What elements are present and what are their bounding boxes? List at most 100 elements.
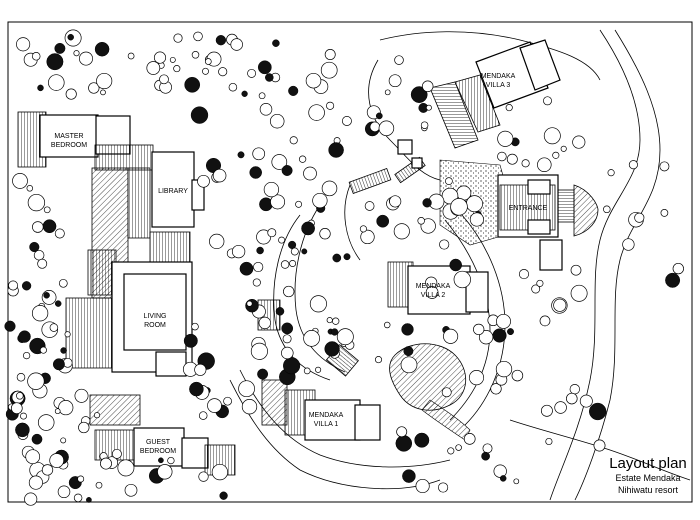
tree	[378, 120, 395, 137]
title-estate: Estate Mendaka	[615, 473, 680, 483]
tree	[490, 383, 502, 395]
tree	[26, 185, 34, 192]
tree	[127, 52, 135, 60]
tree	[209, 233, 225, 250]
tree	[396, 426, 408, 438]
tree	[506, 153, 518, 165]
label-living-room-2: ROOM	[144, 322, 166, 329]
tree	[58, 400, 74, 416]
shrub	[301, 248, 308, 255]
tree	[54, 408, 61, 415]
shrub	[60, 347, 67, 354]
shrub	[492, 328, 507, 343]
shrub	[18, 330, 31, 343]
tree	[420, 121, 429, 129]
villa-3	[429, 39, 561, 149]
shrub	[343, 253, 351, 261]
tree	[252, 278, 261, 287]
tree	[607, 169, 615, 177]
shrub	[332, 253, 342, 263]
tree	[473, 323, 485, 336]
tree	[25, 449, 41, 465]
shrub	[29, 241, 40, 253]
tree	[554, 401, 567, 414]
shrub	[184, 76, 201, 93]
tree	[539, 315, 551, 327]
tree	[258, 92, 266, 100]
tree	[43, 206, 51, 214]
label-villa1-2: VILLA 1	[314, 421, 339, 428]
tree	[628, 160, 638, 170]
tree	[303, 330, 320, 347]
tree	[303, 166, 317, 181]
tree	[157, 464, 173, 480]
shrub	[219, 491, 228, 500]
shrub	[330, 328, 339, 336]
villa-1	[261, 379, 381, 441]
shrub	[283, 357, 301, 375]
tree	[540, 404, 553, 417]
shrub	[43, 292, 50, 299]
tree	[505, 104, 513, 112]
tree	[290, 247, 299, 256]
shrub	[301, 221, 315, 236]
shrub	[375, 112, 383, 120]
tree	[159, 74, 169, 85]
tree	[269, 113, 285, 129]
tree	[495, 360, 513, 378]
tree	[8, 280, 19, 291]
tree	[570, 264, 582, 276]
tree	[223, 396, 232, 406]
title-main: Layout plan	[609, 455, 687, 472]
tree	[359, 225, 367, 233]
shrub	[241, 90, 248, 97]
tree	[278, 236, 286, 244]
tree	[198, 471, 209, 482]
shrub	[189, 381, 204, 397]
tree	[64, 331, 71, 338]
tree	[191, 51, 200, 59]
tree	[198, 411, 208, 420]
shrub	[67, 33, 74, 41]
shrub	[402, 469, 416, 483]
tree	[364, 201, 375, 211]
tree	[204, 58, 212, 65]
shrub	[52, 358, 65, 371]
tree	[672, 262, 684, 275]
tree	[289, 136, 298, 145]
tree	[37, 258, 48, 269]
tree	[531, 284, 541, 294]
tree	[193, 31, 203, 42]
shrub	[281, 165, 293, 176]
tree	[16, 37, 31, 52]
shrub	[403, 346, 414, 357]
tree	[250, 342, 268, 360]
tree	[319, 228, 331, 240]
tree	[77, 475, 85, 483]
shrub	[481, 451, 490, 461]
shrub	[422, 198, 432, 208]
tree	[191, 322, 199, 331]
tree	[246, 300, 253, 307]
tree	[482, 443, 493, 454]
tree	[218, 67, 228, 77]
tree	[39, 346, 47, 354]
tree	[303, 367, 311, 375]
label-entrance: ENTRANCE	[509, 205, 548, 212]
tree	[230, 38, 243, 51]
shrub	[54, 42, 66, 54]
service-blocks	[397, 139, 423, 169]
title-resort: Nihiwatu resort	[618, 485, 679, 495]
tree	[270, 194, 286, 210]
tree	[93, 412, 101, 419]
main-house	[17, 111, 236, 476]
tree	[202, 67, 209, 75]
shrub	[158, 457, 164, 464]
tree	[521, 159, 530, 168]
tree	[49, 453, 65, 468]
tree	[321, 180, 338, 197]
tree	[48, 74, 65, 91]
shrub	[499, 475, 507, 482]
label-master-bedroom-1: MASTER	[54, 133, 83, 140]
tree	[570, 284, 588, 302]
